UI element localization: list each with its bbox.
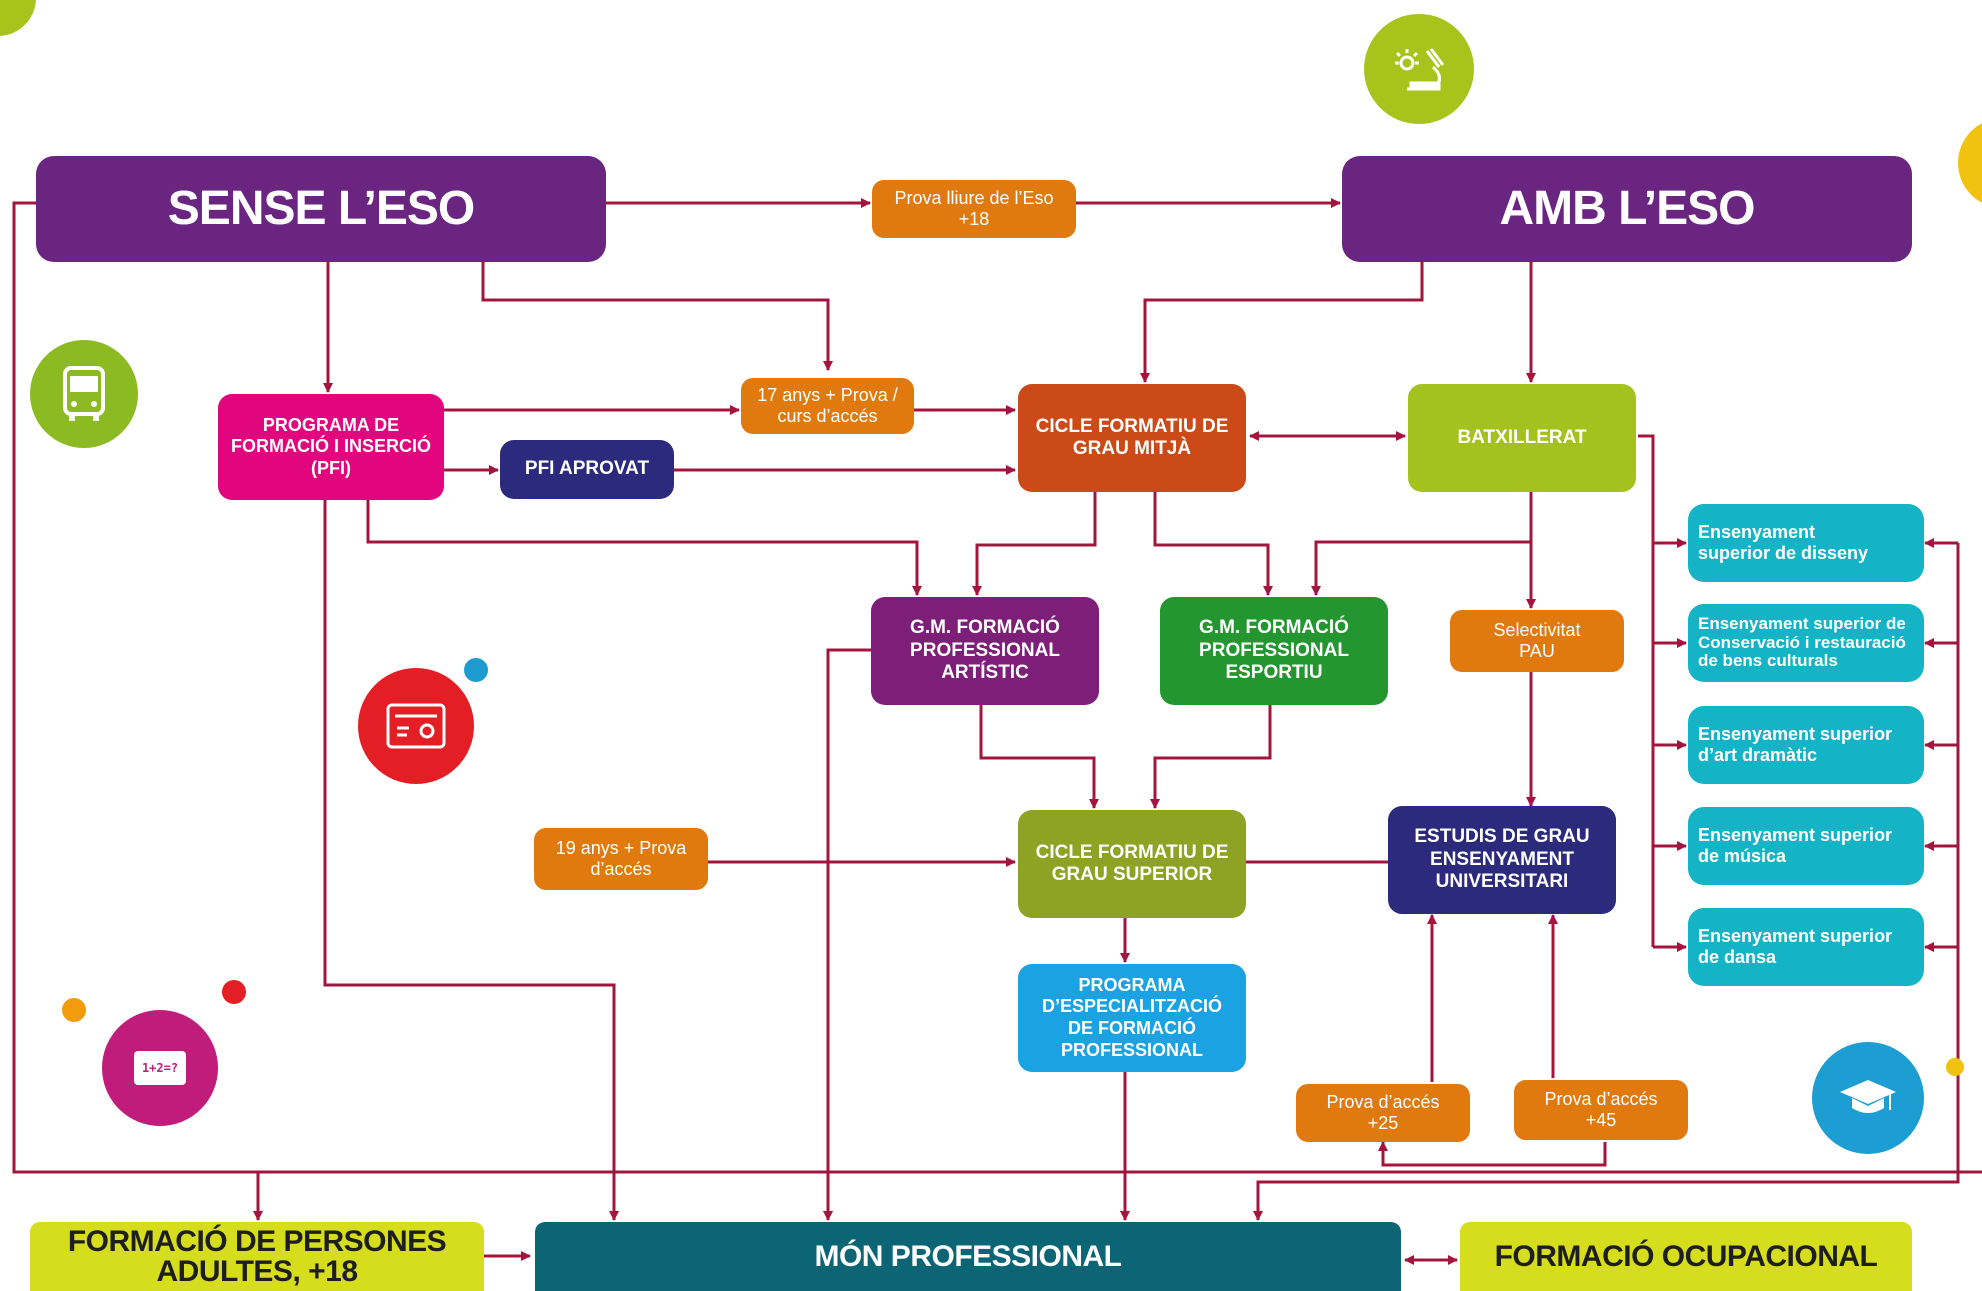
certificate-icon — [358, 668, 474, 784]
decor-dot — [62, 998, 86, 1022]
connector — [366, 500, 922, 596]
blackboard-text: 1+2=? — [141, 1061, 179, 1075]
pfi-box: PROGRAMA DE FORMACIÓ I INSERCIÓ (PFI) — [218, 394, 444, 500]
connector — [979, 705, 1099, 809]
cicle-grau-mitja-box: CICLE FORMATIU DE GRAU MITJÀ — [1018, 384, 1246, 492]
19-anys-prova-box: 19 anys + Prova d’accés — [534, 828, 708, 890]
prova-lliure-eso-box: Prova lliure de l’Eso +18 — [872, 180, 1076, 238]
decor-dot — [222, 980, 246, 1004]
graduation-cap-icon — [1812, 1042, 1924, 1154]
gm-artistic-box: G.M. FORMACIÓ PROFESSIONAL ARTÍSTIC — [871, 597, 1099, 705]
17-anys-prova-box: 17 anys + Prova / curs d’accés — [741, 378, 914, 434]
decor-dot — [1946, 1058, 1964, 1076]
programa-especialitzacio-box: PROGRAMA D’ESPECIALITZACIÓ DE FORMACIÓ P… — [1018, 964, 1246, 1072]
connector — [1638, 434, 1655, 947]
connector — [1311, 492, 1533, 596]
decor-dot — [464, 658, 488, 682]
batxillerat-box: BATXILLERAT — [1408, 384, 1636, 492]
blackboard-icon: 1+2=? — [102, 1010, 218, 1126]
connector — [481, 262, 833, 371]
formacio-ocupacional-box: FORMACIÓ OCUPACIONAL — [1460, 1222, 1912, 1291]
formacio-adults-box: FORMACIÓ DE PERSONES ADULTES, +18 — [30, 1222, 484, 1291]
cicle-grau-superior-box: CICLE FORMATIU DE GRAU SUPERIOR — [1018, 810, 1246, 918]
side-item-musica: Ensenyament superior de música — [1688, 807, 1924, 885]
connector — [12, 201, 1982, 1174]
gm-esportiu-box: G.M. FORMACIÓ PROFESSIONAL ESPORTIU — [1160, 597, 1388, 705]
side-item-art-dramatic: Ensenyament superior d’art dramàtic — [1688, 706, 1924, 784]
selectivitat-pau-box: Selectivitat PAU — [1450, 610, 1624, 672]
connector — [1140, 262, 1424, 383]
connector — [323, 500, 616, 1220]
connector — [1253, 543, 1960, 1221]
mon-professional-box: MÓN PROFESSIONAL — [535, 1222, 1401, 1291]
science-icon — [1364, 14, 1474, 124]
side-item-conservacio: Ensenyament superior de Conservació i re… — [1688, 604, 1924, 682]
estudis-grau-universitari-box: ESTUDIS DE GRAU ENSENYAMENT UNIVERSITARI — [1388, 806, 1616, 914]
prova-acces-25-box: Prova d’accés +25 — [1296, 1084, 1470, 1142]
sense-eso-box: SENSE L’ESO — [36, 156, 606, 262]
connector — [1378, 1141, 1607, 1167]
prova-acces-45-box: Prova d’accés +45 — [1514, 1080, 1688, 1140]
side-item-disseny: Ensenyament superior de disseny — [1688, 504, 1924, 582]
microscope-icon — [1395, 48, 1445, 91]
amb-eso-box: AMB L’ESO — [1342, 156, 1912, 262]
bus-icon — [30, 340, 138, 448]
connector — [972, 492, 1097, 596]
connector — [823, 648, 871, 1221]
side-item-dansa: Ensenyament superior de dansa — [1688, 908, 1924, 986]
pfi-aprovat-box: PFI APROVAT — [500, 440, 674, 499]
connector — [1153, 492, 1273, 596]
connector — [1150, 705, 1272, 809]
